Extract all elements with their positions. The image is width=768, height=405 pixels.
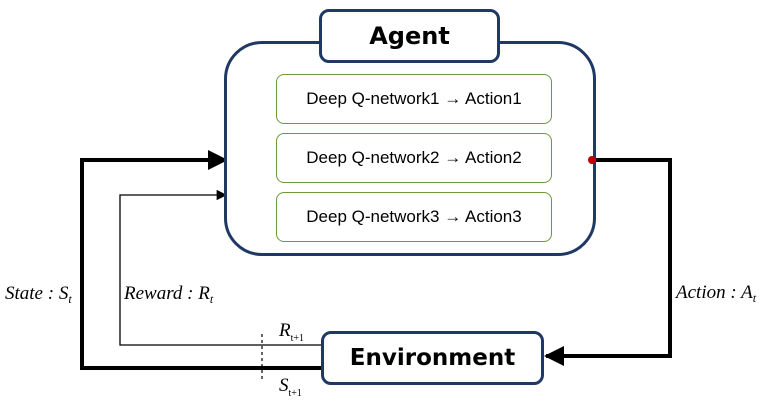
action-label: Action : At: [676, 283, 756, 304]
q-network-box-2: Deep Q-network2 → Action2: [276, 133, 552, 183]
reward-label-text: Reward : R: [124, 283, 210, 304]
next-state-label-text: S: [279, 375, 289, 396]
reward-label: Reward : Rt: [124, 284, 213, 305]
state-feedback-line: [80, 150, 321, 370]
agent-title: Agent: [319, 9, 500, 63]
state-label-subscript: t: [68, 292, 72, 306]
next-reward-label-text: R: [279, 320, 291, 341]
state-label: State : St: [5, 284, 72, 305]
action-label-text: Action : A: [676, 282, 753, 303]
next-reward-label-subscript: t+1: [290, 333, 305, 344]
next-state-label: St+1: [279, 376, 302, 399]
action-line: [544, 158, 672, 366]
q-network-box-3: Deep Q-network3 → Action3: [276, 192, 552, 242]
environment-title: Environment: [321, 331, 544, 385]
next-state-label-subscript: t+1: [288, 388, 302, 399]
reward-label-subscript: t: [209, 292, 214, 306]
state-label-text: State : S: [5, 283, 69, 304]
action-label-subscript: t: [752, 291, 757, 305]
next-reward-label: Rt+1: [279, 321, 304, 344]
q-network-box-1: Deep Q-network1 → Action1: [276, 74, 552, 124]
reward-feedback-line: [119, 189, 321, 346]
